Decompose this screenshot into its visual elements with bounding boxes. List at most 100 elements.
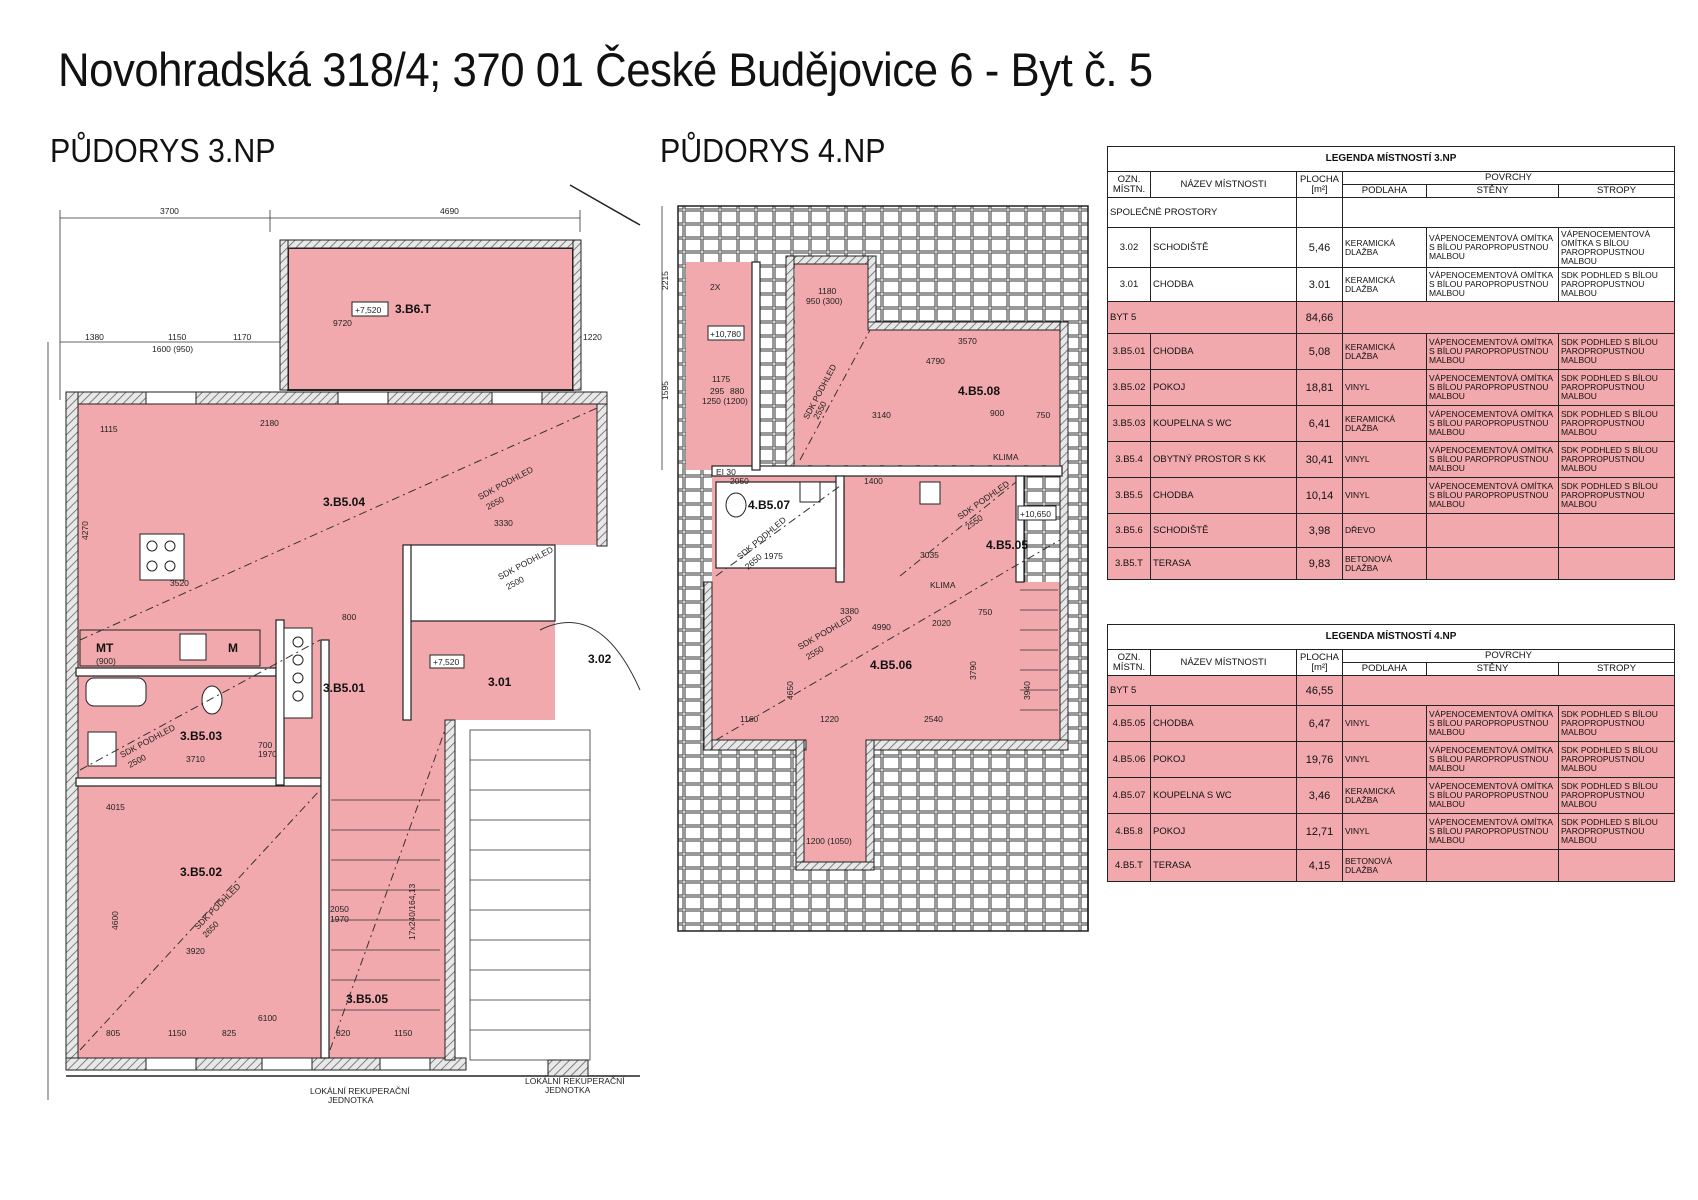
cell-floor: KERAMICKÁ DLAŽBA xyxy=(1342,227,1427,268)
room-label-bath: 3.B5.03 xyxy=(180,729,222,743)
dim-label: 3380 xyxy=(840,606,859,616)
cell-floor: KERAMICKÁ DLAŽBA xyxy=(1342,777,1427,814)
cell-name: CHODBA xyxy=(1150,705,1297,742)
dim-label: 1220 xyxy=(583,332,602,342)
cell-ozn: 3.B5.02 xyxy=(1107,369,1151,406)
cell-area: 5,46 xyxy=(1296,227,1343,268)
cell-area: 18,81 xyxy=(1296,369,1343,406)
dim-label: 1400 xyxy=(864,476,883,486)
cell-ceil xyxy=(1557,513,1676,548)
dim-label: 4650 xyxy=(785,681,795,700)
plan-3np-title: PŮDORYS 3.NP xyxy=(50,132,276,169)
dim-label: 4990 xyxy=(872,622,891,632)
table-row: 3.B5.5 CHODBA 10,14 VINYL VÁPENOCEMENTOV… xyxy=(1107,477,1676,514)
cell-ozn: 4.B5.05 xyxy=(1107,705,1151,742)
cell-ozn: 4.B5.07 xyxy=(1107,777,1151,814)
cell-floor: KERAMICKÁ DLAŽBA xyxy=(1342,405,1427,442)
cell-area: 10,14 xyxy=(1296,477,1343,514)
cell-name: POKOJ xyxy=(1150,813,1297,850)
cell-walls: VÁPENOCEMENTOVÁ OMÍTKA S BÍLOU PAROPROPU… xyxy=(1426,267,1559,302)
dim-label: 1175 xyxy=(712,374,731,384)
cell-area: 3,98 xyxy=(1296,513,1343,548)
cell-floor: VINYL xyxy=(1342,741,1427,778)
cell-area: 9,83 xyxy=(1296,547,1343,580)
dim-label: 750 xyxy=(978,607,992,617)
dim-label: 3700 xyxy=(160,206,179,216)
header-steny: STĚNY xyxy=(1426,184,1559,198)
kitchen-hob xyxy=(139,533,185,581)
cell-area: 6,47 xyxy=(1296,705,1343,742)
room-fill xyxy=(686,262,752,470)
dim-label: 2050 xyxy=(730,476,749,486)
cell-area: 5,08 xyxy=(1296,333,1343,370)
cell-ceil: SDK PODHLED S BÍLOU PAROPROPUSTNOU MALBO… xyxy=(1557,741,1676,778)
dim-label: 880 xyxy=(730,386,744,396)
room-label-bedroom: 3.B5.02 xyxy=(180,865,222,879)
cell-ozn: 3.02 xyxy=(1107,227,1151,268)
dim-label: 2540 xyxy=(924,714,943,724)
room-label-stairs-common: 3.02 xyxy=(588,652,612,666)
dim-label: 2020 xyxy=(932,618,951,628)
dim-label: 1250 (1200) xyxy=(702,396,748,406)
dim-label: 1150 xyxy=(168,332,187,342)
level-hall: +7,520 xyxy=(433,657,460,667)
cell-area: 30,41 xyxy=(1296,441,1343,478)
header-steny: STĚNY xyxy=(1426,662,1559,676)
dim-label: 750 xyxy=(1036,410,1050,420)
cell-floor: BETONOVÁ DLAŽBA xyxy=(1342,547,1427,580)
room-label-4b505: 4.B5.05 xyxy=(986,538,1028,552)
header-podlaha: PODLAHA xyxy=(1342,184,1427,198)
room-label-hall: 3.B5.01 xyxy=(323,681,365,695)
dim-label: 1150 xyxy=(394,1028,413,1038)
cell-name: CHODBA xyxy=(1150,267,1297,302)
cell-floor: VINYL xyxy=(1342,369,1427,406)
room-label-4b508: 4.B5.08 xyxy=(958,384,1000,398)
table-row: BYT 5 84,66 xyxy=(1107,301,1676,334)
table-row: 4.B5.8 POKOJ 12,71 VINYL VÁPENOCEMENTOVÁ… xyxy=(1107,813,1676,850)
dim-label: (900) xyxy=(96,656,116,666)
cell-walls xyxy=(1426,513,1559,548)
plan-4np-title: PŮDORYS 4.NP xyxy=(660,132,886,169)
table-row: 3.B5.02 POKOJ 18,81 VINYL VÁPENOCEMENTOV… xyxy=(1107,369,1676,406)
dim-label: 1970 xyxy=(258,749,277,759)
cell-name: CHODBA xyxy=(1150,333,1297,370)
dim-label: 1180 xyxy=(818,286,837,296)
header-stropy: STROPY xyxy=(1557,184,1676,198)
cell-ozn: 4.B5.T xyxy=(1107,849,1151,882)
dim-label: 1160 xyxy=(740,714,759,724)
header-nazev: NÁZEV MÍSTNOSTI xyxy=(1150,171,1297,198)
cell-floor: VINYL xyxy=(1342,477,1427,514)
section-common: SPOLEČNÉ PROSTORY xyxy=(1107,197,1297,228)
dim-label: 2050 xyxy=(330,904,349,914)
dim-label: 9720 xyxy=(333,318,352,328)
dim-label: 3520 xyxy=(170,578,189,588)
plan-3np: 3700 4690 1380 1150 1170 1010 1150 1490 … xyxy=(47,184,641,1105)
room-label-corridor: 3.B5.05 xyxy=(346,992,388,1006)
table-row: 3.B5.4 OBYTNÝ PROSTOR S KK 30,41 VINYL V… xyxy=(1107,441,1676,478)
cell-ozn: 3.B5.6 xyxy=(1107,513,1151,548)
dim-label: 825 xyxy=(222,1028,236,1038)
dim-label: 4600 xyxy=(110,911,120,930)
dim-label: 4690 xyxy=(440,206,459,216)
dim-label: 1975 xyxy=(764,551,783,561)
cell-ozn: 3.B5.03 xyxy=(1107,405,1151,442)
cell-name: CHODBA xyxy=(1150,477,1297,514)
dim-label: 700 xyxy=(258,740,272,750)
cell-ozn: 4.B5.06 xyxy=(1107,741,1151,778)
dim-label: 4015 xyxy=(106,802,125,812)
dim-label: 2215 xyxy=(660,271,670,290)
rekuperace-label-1: LOKÁLNÍ REKUPERAČNÍ xyxy=(310,1086,410,1096)
table-row: 3.B5.T TERASA 9,83 BETONOVÁ DLAŽBA xyxy=(1107,547,1676,580)
section-byt: BYT 5 xyxy=(1107,675,1297,706)
header-ozn: OZN. MÍSTN. xyxy=(1107,171,1151,198)
legend-3np: LEGENDA MÍSTNOSTÍ 3.NP OZN. MÍSTN. NÁZEV… xyxy=(1106,146,1676,580)
legend-caption: LEGENDA MÍSTNOSTÍ 3.NP xyxy=(1106,146,1676,172)
dim-label: 805 xyxy=(106,1028,120,1038)
cell-floor: VINYL xyxy=(1342,705,1427,742)
section-byt: BYT 5 xyxy=(1107,301,1297,334)
dim-label: 1600 (950) xyxy=(152,344,193,354)
room-4b508-fill xyxy=(795,262,1060,465)
cell-ceil: SDK PODHLED S BÍLOU PAROPROPUSTNOU MALBO… xyxy=(1557,705,1676,742)
cell-walls xyxy=(1426,547,1559,580)
